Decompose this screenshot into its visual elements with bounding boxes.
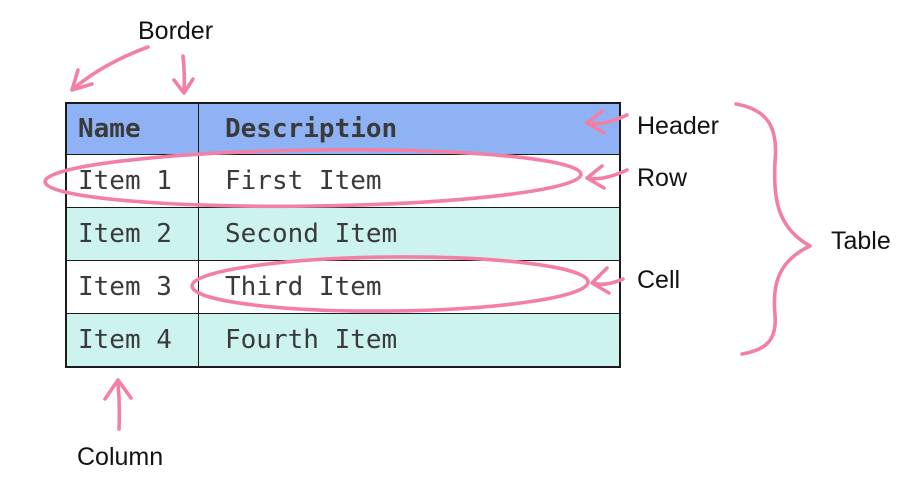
header-row: Name Description [65, 102, 621, 155]
example-table: Name Description Item 1 First Item Item … [65, 102, 621, 368]
cell-description: Fourth Item [198, 313, 621, 368]
cell-name: Item 1 [65, 154, 199, 208]
table-row: Item 2 Second Item [65, 207, 621, 261]
table-row: Item 3 Third Item [65, 260, 621, 314]
column-arrow-icon [103, 378, 133, 431]
column-label: Column [77, 443, 164, 471]
table-header: Name Description [65, 102, 621, 155]
header-label: Header [637, 112, 719, 140]
border-arrow-down-icon [172, 54, 195, 95]
cell-name: Item 2 [65, 207, 199, 261]
cell-description: First Item [198, 154, 621, 208]
cell-name: Item 3 [65, 260, 199, 314]
table-brace-icon [734, 102, 812, 356]
cell-description: Third Item [198, 260, 621, 314]
cell-name: Item 4 [65, 313, 199, 368]
border-label: Border [138, 17, 214, 45]
border-arrow-icon [70, 45, 150, 92]
column-header-name: Name [65, 102, 199, 155]
table-row: Item 1 First Item [65, 154, 621, 208]
column-header-description: Description [198, 102, 621, 155]
cell-description: Second Item [198, 207, 621, 261]
table-label: Table [831, 227, 891, 255]
table-row: Item 4 Fourth Item [65, 313, 621, 368]
row-label: Row [637, 164, 688, 192]
cell-label: Cell [637, 266, 681, 294]
